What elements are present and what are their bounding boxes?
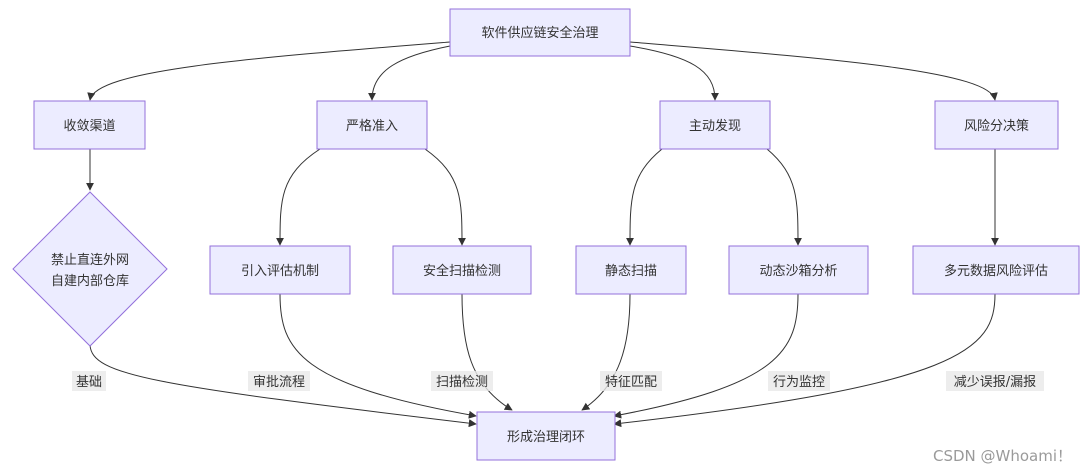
- node-d1-label-line1: 禁止直连外网: [51, 252, 129, 268]
- node-root-label: 软件供应链安全治理: [481, 25, 598, 41]
- edge-root-c4: [629, 41, 998, 101]
- node-l3[interactable]: 静态扫描: [575, 245, 687, 295]
- node-c3[interactable]: 主动发现: [659, 100, 771, 150]
- node-l5-label: 多元数据风险评估: [944, 263, 1048, 279]
- node-c4[interactable]: 风险分决策: [934, 100, 1059, 150]
- node-d1[interactable]: 禁止直连外网 自建内部仓库: [12, 191, 168, 347]
- edge-label-e6-group: 减少误报/漏报: [946, 371, 1044, 391]
- edge-label-e3: 扫描检测: [436, 375, 488, 390]
- edges: [86, 41, 999, 428]
- edge-root-c2: [368, 45, 451, 101]
- node-l2[interactable]: 安全扫描检测: [392, 245, 532, 295]
- node-l1[interactable]: 引入评估机制: [209, 245, 351, 295]
- node-c1-label: 收敛渠道: [63, 118, 115, 134]
- node-root[interactable]: 软件供应链安全治理: [449, 8, 631, 57]
- node-end[interactable]: 形成治理闭环: [476, 411, 616, 461]
- node-c4-label: 风险分决策: [964, 118, 1029, 134]
- edge-label-e5: 行为监控: [773, 375, 825, 390]
- edge-label-e2-group: 审批流程: [248, 371, 310, 391]
- edge-label-e1-group: 基础: [72, 371, 106, 391]
- node-l4-label: 动态沙箱分析: [759, 263, 837, 279]
- edge-l1-end: [279, 293, 477, 419]
- node-c1[interactable]: 收敛渠道: [33, 100, 146, 150]
- edge-label-e3-group: 扫描检测: [431, 371, 493, 391]
- edge-l2-end: [461, 293, 513, 411]
- node-c2-label: 严格准入: [346, 118, 398, 134]
- node-end-label: 形成治理闭环: [507, 430, 585, 445]
- watermark-text: CSDN @Whoami！: [933, 447, 1072, 465]
- edge-l3-end: [581, 293, 631, 411]
- edge-label-e4: 特征匹配: [605, 375, 657, 390]
- edge-l5-end: [613, 293, 996, 428]
- edge-label-e4-group: 特征匹配: [600, 371, 662, 391]
- edge-c3-l3: [626, 148, 663, 246]
- edge-l4-end: [613, 293, 799, 419]
- edge-d1-end: [89, 344, 477, 428]
- node-l2-label: 安全扫描检测: [423, 263, 501, 279]
- node-c3-label: 主动发现: [689, 118, 741, 134]
- node-l1-label: 引入评估机制: [241, 264, 319, 279]
- node-l5[interactable]: 多元数据风险评估: [912, 245, 1080, 295]
- edge-root-c1: [87, 41, 451, 101]
- edge-label-e1: 基础: [76, 375, 102, 390]
- edge-label-e2: 审批流程: [253, 375, 305, 390]
- edge-c2-l2: [424, 148, 466, 246]
- node-c2[interactable]: 严格准入: [316, 100, 428, 150]
- node-l3-label: 静态扫描: [605, 264, 657, 279]
- node-d1-label-line2: 自建内部仓库: [51, 273, 129, 289]
- edge-c2-l1: [276, 148, 321, 246]
- node-l4[interactable]: 动态沙箱分析: [728, 245, 869, 295]
- edge-c3-l4: [766, 148, 802, 246]
- edge-label-e6: 减少误报/漏报: [954, 374, 1036, 390]
- edge-label-e5-group: 行为监控: [768, 371, 830, 391]
- edge-root-c3: [629, 45, 719, 101]
